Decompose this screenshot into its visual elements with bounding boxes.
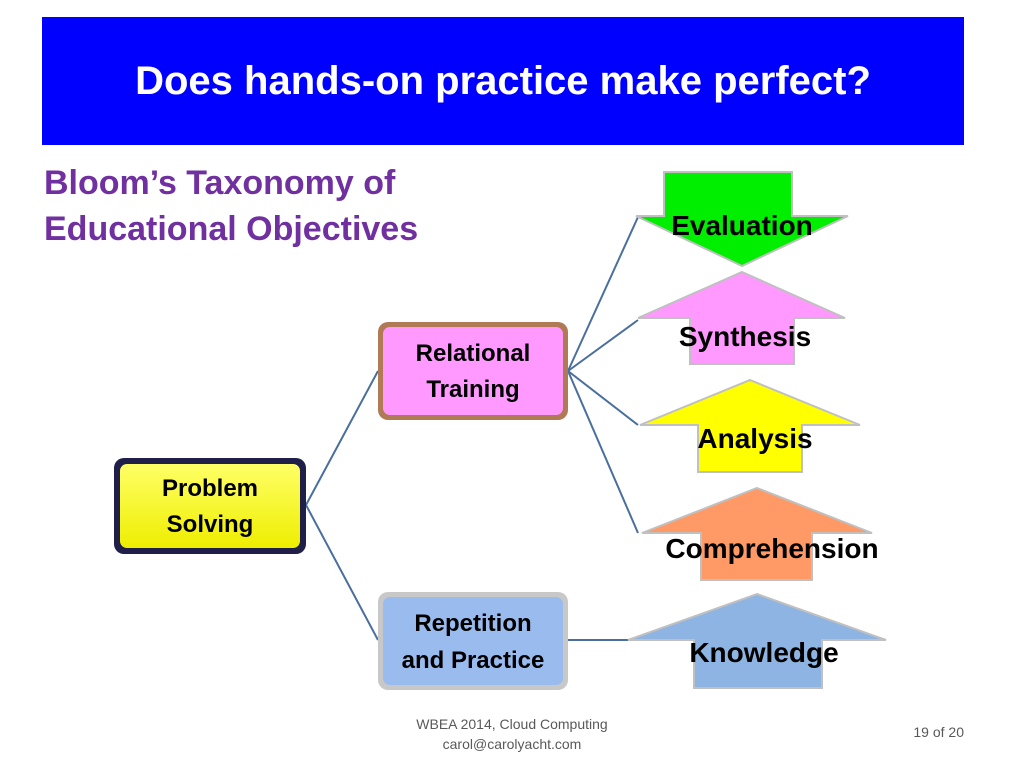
root-label-line-2: Solving: [167, 511, 254, 538]
evaluation-label: Evaluation: [671, 210, 813, 241]
comprehension-arrow: Comprehension: [641, 486, 879, 581]
page-number: 19 of 20: [913, 724, 964, 740]
relational-training-node: Relational Training: [378, 322, 568, 420]
connector-lines: [305, 216, 639, 641]
analysis-label: Analysis: [697, 423, 812, 454]
connector-relational-evaluation: [567, 216, 639, 372]
repetition-label-line-2: and Practice: [402, 647, 545, 674]
connector-relational-analysis: [567, 370, 639, 426]
repetition-label-line-1: Repetition: [414, 610, 531, 637]
footer-email: carol@carolyacht.com: [442, 736, 582, 752]
slide-title: Does hands-on practice make perfect?: [135, 58, 871, 103]
synthesis-label: Synthesis: [679, 321, 811, 352]
synthesis-arrow: Synthesis: [637, 270, 846, 365]
connector-relational-comprehension: [567, 370, 639, 534]
comprehension-label: Comprehension: [665, 533, 878, 564]
subtitle-line-1: Bloom’s Taxonomy of: [44, 164, 396, 202]
connector-relational-synthesis: [567, 319, 639, 372]
knowledge-label: Knowledge: [689, 637, 838, 668]
repetition-practice-node: Repetition and Practice: [378, 592, 568, 690]
footer-info: WBEA 2014, Cloud Computing carol@carolya…: [392, 714, 632, 754]
analysis-arrow: Analysis: [639, 378, 861, 473]
relational-label-line-2: Training: [426, 376, 519, 403]
connector-root-relational: [305, 370, 379, 506]
slide-subtitle: Bloom’s Taxonomy of Educational Objectiv…: [44, 160, 504, 252]
relational-label-line-1: Relational: [416, 340, 531, 367]
root-label-line-1: Problem: [162, 475, 258, 502]
evaluation-arrow: Evaluation: [635, 171, 849, 268]
connector-root-repetition: [305, 504, 379, 641]
title-bar: Does hands-on practice make perfect?: [42, 17, 964, 145]
root-node: Problem Solving: [114, 458, 306, 554]
footer-event: WBEA 2014, Cloud Computing: [416, 716, 608, 732]
knowledge-arrow: Knowledge: [627, 592, 887, 689]
subtitle-line-2: Educational Objectives: [44, 210, 419, 248]
